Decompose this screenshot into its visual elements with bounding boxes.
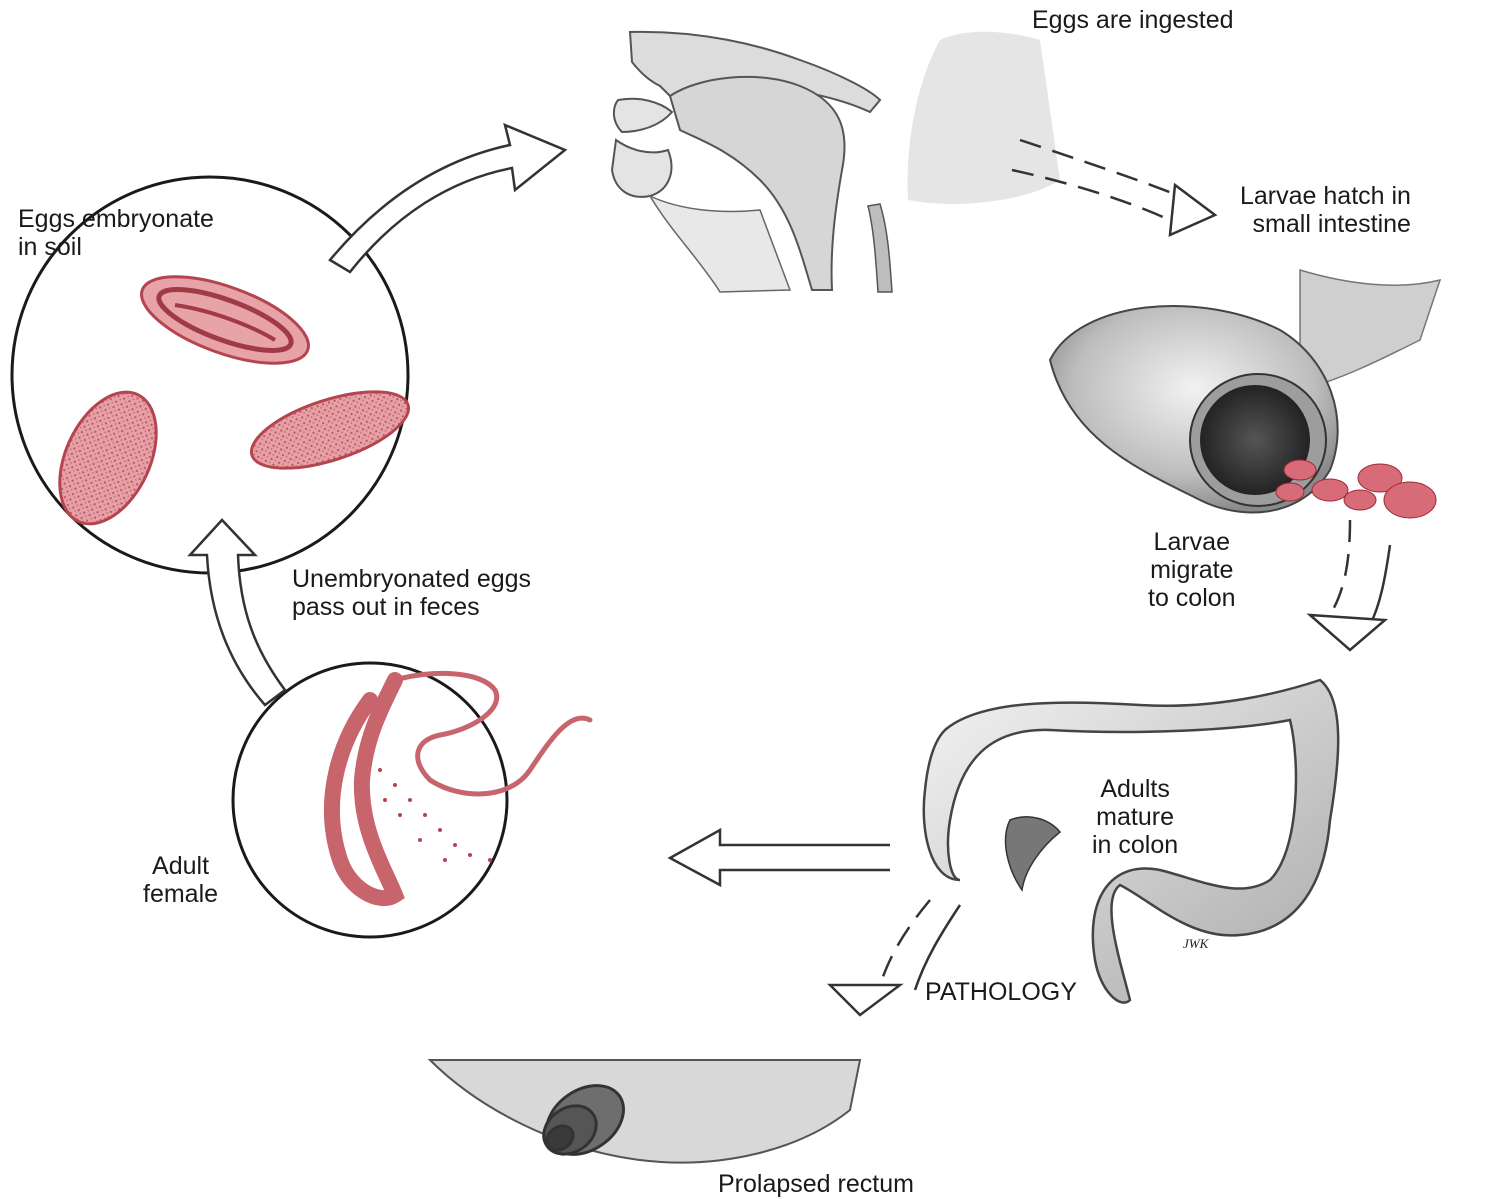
artist-credit: JWK <box>1183 936 1208 952</box>
small-intestine-illustration <box>1050 270 1440 518</box>
label-eggs-ingested: Eggs are ingested <box>1032 6 1234 34</box>
label-pathology: PATHOLOGY <box>925 978 1077 1006</box>
label-prolapsed-rectum: Prolapsed rectum <box>718 1170 914 1198</box>
label-adults-mature: Adults mature in colon <box>1092 775 1178 859</box>
prolapsed-rectum-illustration <box>430 1060 860 1169</box>
arrow-soil-to-ingestion <box>330 125 565 272</box>
label-eggs-embryonate: Eggs embryonate in soil <box>18 205 214 261</box>
head-throat-illustration <box>612 32 1060 292</box>
label-larvae-hatch: Larvae hatch in small intestine <box>1240 182 1411 238</box>
label-larvae-migrate: Larvae migrate to colon <box>1148 528 1236 612</box>
label-unembryonated-eggs: Unembryonated eggs pass out in feces <box>292 565 531 621</box>
arrow-colon-to-female <box>670 830 890 885</box>
adult-female-inset <box>233 663 590 937</box>
label-adult-female: Adult female <box>143 852 218 908</box>
arrow-intestine-to-colon <box>1310 520 1390 650</box>
